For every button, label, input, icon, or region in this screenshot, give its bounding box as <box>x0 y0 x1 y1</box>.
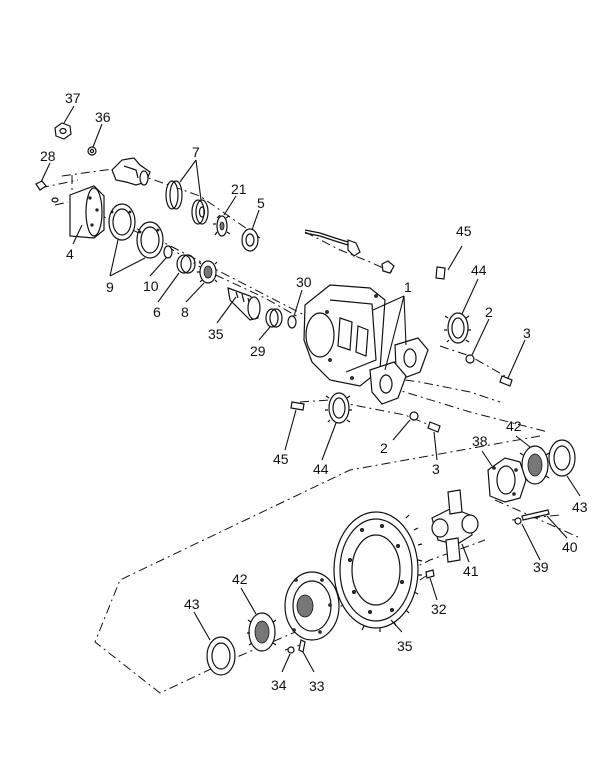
spacer-ring <box>163 245 173 259</box>
callout-39: 39 <box>533 559 549 575</box>
pinion-washer <box>87 146 97 156</box>
callout-32: 32 <box>431 601 447 617</box>
callout-43-right: 43 <box>572 499 588 515</box>
callout-45-bottom: 45 <box>273 451 289 467</box>
callout-44-top: 44 <box>471 262 487 278</box>
callout-21: 21 <box>231 181 247 197</box>
callout-44-bottom: 44 <box>313 461 329 477</box>
cap-bolt-lower <box>427 421 441 433</box>
side-bearing-42-left <box>247 612 277 652</box>
case-washer-39 <box>514 517 522 525</box>
differential-case-half-38 <box>487 457 527 503</box>
companion-flange-yoke <box>111 157 151 186</box>
ring-gear-35 <box>333 511 423 632</box>
adjuster-nut-upper <box>444 312 471 344</box>
callout-6: 6 <box>153 304 161 320</box>
callout-41: 41 <box>463 563 479 579</box>
callout-40: 40 <box>562 539 578 555</box>
pinion-bearing-pair <box>165 180 209 225</box>
callout-4: 4 <box>66 246 74 262</box>
gaskets <box>108 203 164 259</box>
case-bolt-40 <box>521 509 550 521</box>
callout-35-pinion: 35 <box>208 326 224 342</box>
cap-washer-lower <box>409 411 419 421</box>
bearing-cup-outer <box>241 228 259 252</box>
bearing-race-6 <box>176 254 196 274</box>
callout-2-bottom: 2 <box>380 440 388 456</box>
lock-pin-upper <box>435 266 446 280</box>
pinion-bearing-29 <box>265 308 283 328</box>
callout-2-top: 2 <box>485 304 493 320</box>
cap-bolt-upper <box>499 375 513 387</box>
pinion-nut <box>54 122 72 140</box>
side-bearing-42-right <box>519 445 550 485</box>
callout-8: 8 <box>181 304 189 320</box>
callout-35-ring: 35 <box>397 638 413 654</box>
bearing-cup-43-right <box>548 439 576 477</box>
callout-37: 37 <box>65 90 81 106</box>
differential-case-half-left <box>284 571 340 641</box>
callout-42-right: 42 <box>506 418 522 434</box>
callout-45-top: 45 <box>456 223 472 239</box>
screw-33 <box>298 639 306 653</box>
callout-3-bottom: 3 <box>432 461 440 477</box>
leader-lines <box>40 105 581 673</box>
spider-pinion-assembly-41 <box>431 489 479 563</box>
callout-34: 34 <box>271 677 287 693</box>
callout-30: 30 <box>296 274 312 290</box>
callout-1: 1 <box>404 279 412 295</box>
callout-42-left: 42 <box>232 571 248 587</box>
callout-5: 5 <box>257 195 265 211</box>
callout-10: 10 <box>143 278 159 294</box>
oil-slinger-gear <box>213 214 231 237</box>
vent-hose <box>304 229 395 274</box>
callout-33: 33 <box>309 678 325 694</box>
callout-38: 38 <box>472 433 488 449</box>
bearing-caps <box>369 337 429 405</box>
callout-9: 9 <box>106 279 114 295</box>
cap-washer-upper <box>465 354 475 364</box>
bearing-cup-43-left <box>206 636 236 676</box>
callout-43-left: 43 <box>184 596 200 612</box>
rivet-34 <box>287 646 295 654</box>
bolt-small <box>35 180 59 203</box>
callout-28: 28 <box>40 148 56 164</box>
callout-3-top: 3 <box>523 325 531 341</box>
ring-gear-bolt-32 <box>425 569 435 579</box>
pilot-bearing-30 <box>287 315 297 329</box>
lock-pin-lower <box>290 401 305 411</box>
adjuster-nut-lower <box>325 392 352 424</box>
callout-29: 29 <box>250 343 266 359</box>
callout-7: 7 <box>192 144 200 160</box>
callout-36: 36 <box>95 109 111 125</box>
differential-carrier-housing <box>303 284 386 387</box>
carrier-cover-flange <box>69 185 105 239</box>
bearing-8 <box>197 260 218 284</box>
drive-pinion-gear <box>227 287 261 321</box>
callout-labels: 37 36 28 7 21 5 4 9 10 6 8 35 29 30 1 45… <box>40 90 588 694</box>
